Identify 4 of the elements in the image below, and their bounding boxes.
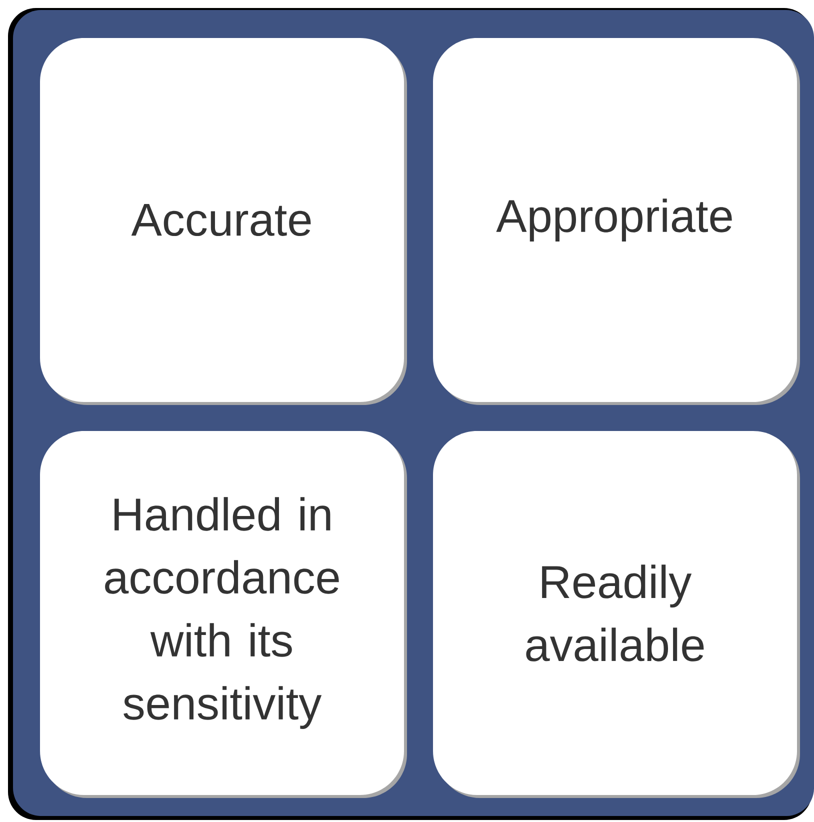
text-box: Accurate: [40, 38, 407, 405]
text-box: Readily available: [433, 431, 800, 798]
text-box: Handled in accordance with its sensitivity: [40, 431, 407, 798]
text-box: Appropriate: [433, 38, 800, 405]
